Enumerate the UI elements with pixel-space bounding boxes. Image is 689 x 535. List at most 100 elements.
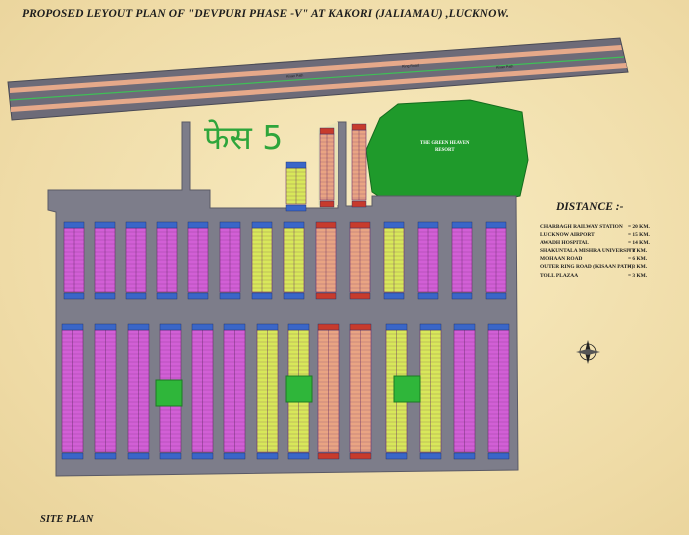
- corner-plot: [287, 323, 310, 331]
- park: [285, 375, 313, 403]
- corner-plot: [256, 323, 279, 331]
- corner-plot: [487, 323, 510, 331]
- upper-plot-column: [63, 221, 85, 300]
- corner-plot: [61, 452, 84, 460]
- corner-plot: [94, 221, 116, 229]
- corner-plot: [315, 221, 337, 229]
- distance-place: SHAKUNTALA MISHRA UNIVERSITY: [540, 248, 636, 255]
- lower-plot-column: [349, 323, 372, 460]
- corner-plot: [317, 452, 340, 460]
- corner-plot: [94, 452, 117, 460]
- distance-row: TOLL PLAZAA = 3 KM.: [540, 272, 650, 280]
- upper-plot-column: [383, 221, 405, 300]
- corner-plot: [349, 221, 371, 229]
- distance-value: = 3 KM.: [628, 264, 648, 271]
- distance-row: SHAKUNTALA MISHRA UNIVERSITY= 8 KM.: [540, 247, 650, 255]
- distance-heading: DISTANCE :-: [556, 201, 624, 213]
- corner-plot: [287, 452, 310, 460]
- lower-plot-column: [256, 323, 279, 460]
- highway-verge-top: [10, 45, 622, 93]
- upper-strip-plots: [319, 127, 335, 208]
- corner-plot: [251, 221, 273, 229]
- corner-plot: [385, 323, 408, 331]
- distance-row: OUTER RING ROAD (KISAAN PATH)= 3 KM.: [540, 263, 650, 271]
- resort-name-line2: RESORT: [434, 148, 455, 153]
- north-arrow-cross: [576, 349, 600, 355]
- lower-plot-column: [61, 323, 84, 460]
- corner-plot: [419, 323, 442, 331]
- corner-plot: [349, 292, 371, 300]
- upper-plot-column: [125, 221, 147, 300]
- corner-plot: [319, 200, 335, 208]
- upper-plot-column: [251, 221, 273, 300]
- corner-plot: [453, 452, 476, 460]
- corner-plot: [349, 323, 372, 331]
- park: [155, 379, 183, 407]
- corner-plot: [159, 323, 182, 331]
- phase-label: फेस 5: [204, 118, 284, 157]
- upper-plot-column: [315, 221, 337, 300]
- corner-plot: [156, 292, 178, 300]
- distance-place: AWADH HOSPITAL: [540, 240, 589, 247]
- corner-plot: [191, 452, 214, 460]
- corner-plot: [383, 221, 405, 229]
- upper-plot-column: [283, 221, 305, 300]
- upper-plot-column: [485, 221, 507, 300]
- distance-place: OUTER RING ROAD (KISAAN PATH): [540, 264, 634, 271]
- corner-plot: [485, 221, 507, 229]
- north-arrow-icon: [576, 340, 600, 364]
- distance-row: AWADH HOSPITAL = 14 KM.: [540, 239, 650, 247]
- resort-area: [365, 99, 529, 207]
- distance-value: = 6 KM.: [628, 256, 648, 263]
- distance-value: = 15 KM.: [628, 232, 650, 239]
- corner-plot: [256, 452, 279, 460]
- distance-value: = 3 KM.: [628, 272, 648, 279]
- highway-verge-bottom: [11, 63, 627, 112]
- corner-plot: [285, 204, 307, 212]
- lower-plot-column: [419, 323, 442, 460]
- site-plan-label: SITE PLAN: [40, 514, 94, 525]
- corner-plot: [485, 292, 507, 300]
- corner-plot: [251, 292, 273, 300]
- upper-plot-column: [219, 221, 241, 300]
- distance-row: MOHAAN ROAD= 6 KM.: [540, 255, 650, 263]
- corner-plot: [451, 221, 473, 229]
- corner-plot: [283, 221, 305, 229]
- upper-plot-column: [417, 221, 439, 300]
- corner-plot: [383, 292, 405, 300]
- corner-plot: [219, 221, 241, 229]
- corner-plot: [417, 292, 439, 300]
- corner-plot: [191, 323, 214, 331]
- corner-plot: [125, 292, 147, 300]
- corner-plot: [219, 292, 241, 300]
- corner-plot: [125, 221, 147, 229]
- resort-label: THE GREEN HEAVEN RESORT: [420, 140, 470, 154]
- upper-plot-column: [349, 221, 371, 300]
- resort-name-line1: THE GREEN HEAVEN: [420, 141, 470, 146]
- corner-plot: [351, 200, 367, 208]
- lower-plot-column: [453, 323, 476, 460]
- lower-plot-column: [317, 323, 340, 460]
- lower-plot-column: [223, 323, 246, 460]
- corner-plot: [417, 221, 439, 229]
- corner-plot: [63, 221, 85, 229]
- corner-plot: [63, 292, 85, 300]
- distance-place: CHARBAGH RAILWAY STATION: [540, 224, 623, 230]
- corner-plot: [159, 452, 182, 460]
- corner-plot: [317, 323, 340, 331]
- plan-title: PROPOSED LEYOUT PLAN OF "DEVPURI PHASE -…: [22, 8, 509, 20]
- corner-plot: [315, 292, 337, 300]
- corner-plot: [61, 323, 84, 331]
- corner-plot: [319, 127, 335, 135]
- lower-plot-column: [94, 323, 117, 460]
- corner-plot: [419, 452, 442, 460]
- distance-value: = 14 KM.: [628, 240, 650, 247]
- corner-plot: [453, 323, 476, 331]
- upper-plot-column: [187, 221, 209, 300]
- distance-row: LUCKNOW AIRPORT= 15 KM.: [540, 231, 650, 239]
- corner-plot: [94, 323, 117, 331]
- distance-place: TOLL PLAZAA: [540, 272, 579, 279]
- highway-median: [9, 56, 625, 101]
